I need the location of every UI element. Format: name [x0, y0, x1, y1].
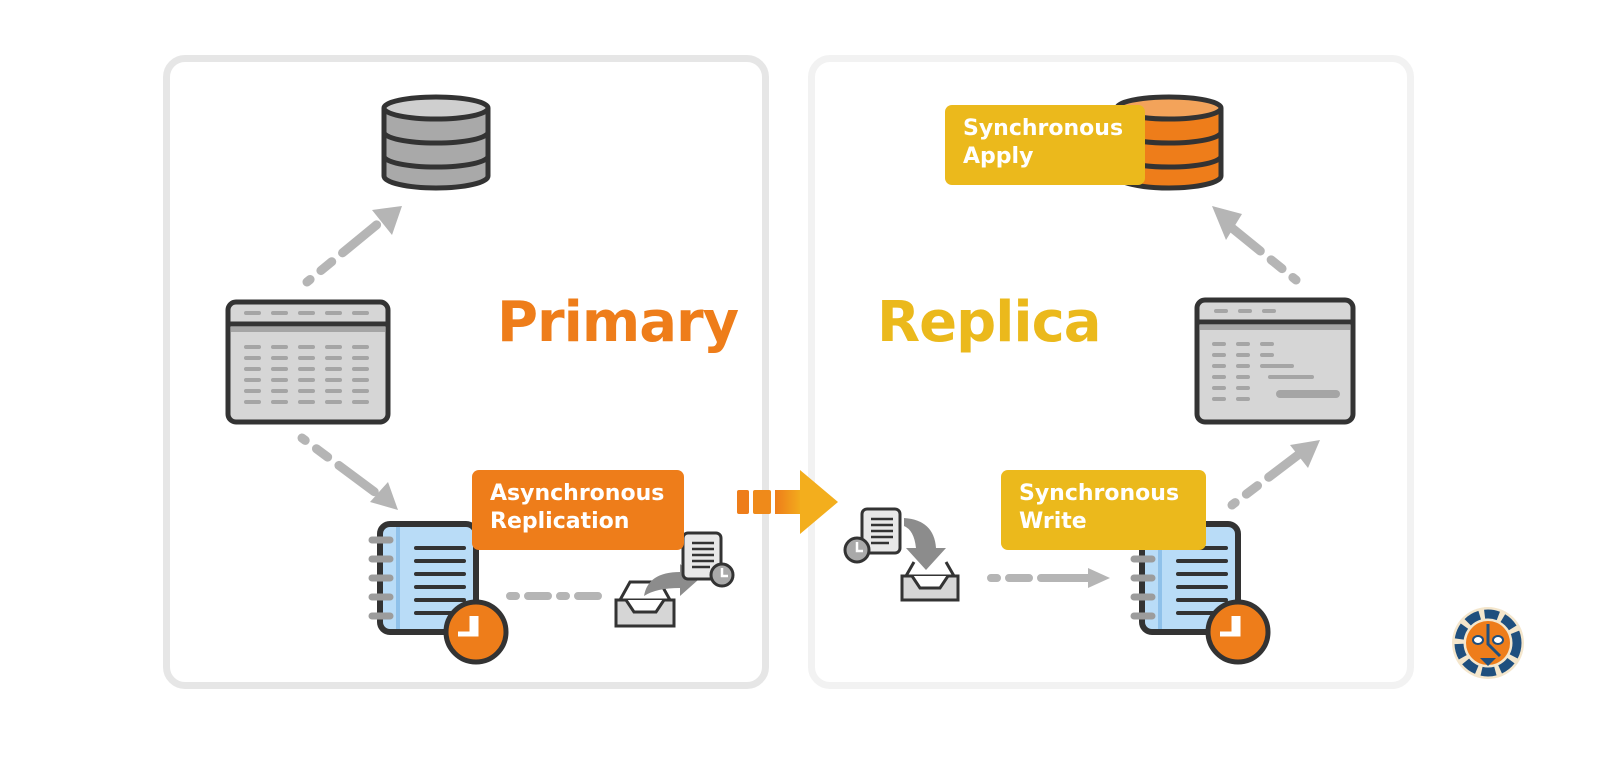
- inbox-receive-icon: [843, 507, 960, 602]
- sync-apply-label: Synchronous Apply: [945, 105, 1145, 185]
- tiger-logo: [1452, 607, 1524, 679]
- replica-table-icon: [1194, 297, 1356, 425]
- outbox-send-icon: [614, 531, 735, 628]
- async-replication-label: Asynchronous Replication: [472, 470, 684, 550]
- transfer-arrow: [737, 470, 838, 534]
- replica-title: Replica: [877, 290, 1102, 355]
- label-line: Apply: [963, 144, 1034, 169]
- primary-database-icon: [381, 94, 491, 191]
- label-line: Synchronous: [1019, 481, 1180, 506]
- arrow-log-to-table: [1227, 440, 1320, 510]
- primary-table-icon: [225, 299, 391, 425]
- label-line: Synchronous: [963, 116, 1124, 141]
- label-line: Write: [1019, 509, 1087, 534]
- arrow-table-to-log: [297, 433, 398, 510]
- label-line: Replication: [490, 509, 630, 534]
- arrow-table-to-db: [302, 206, 402, 287]
- replica-log-notebook-icon: [1130, 521, 1271, 665]
- primary-log-notebook-icon: [368, 521, 509, 665]
- label-line: Asynchronous: [490, 481, 665, 506]
- primary-title: Primary: [497, 290, 739, 355]
- sync-write-label: Synchronous Write: [1001, 470, 1206, 550]
- arrow-table-to-db-replica: [1212, 206, 1301, 285]
- arrow-inbox-to-log: [987, 568, 1110, 588]
